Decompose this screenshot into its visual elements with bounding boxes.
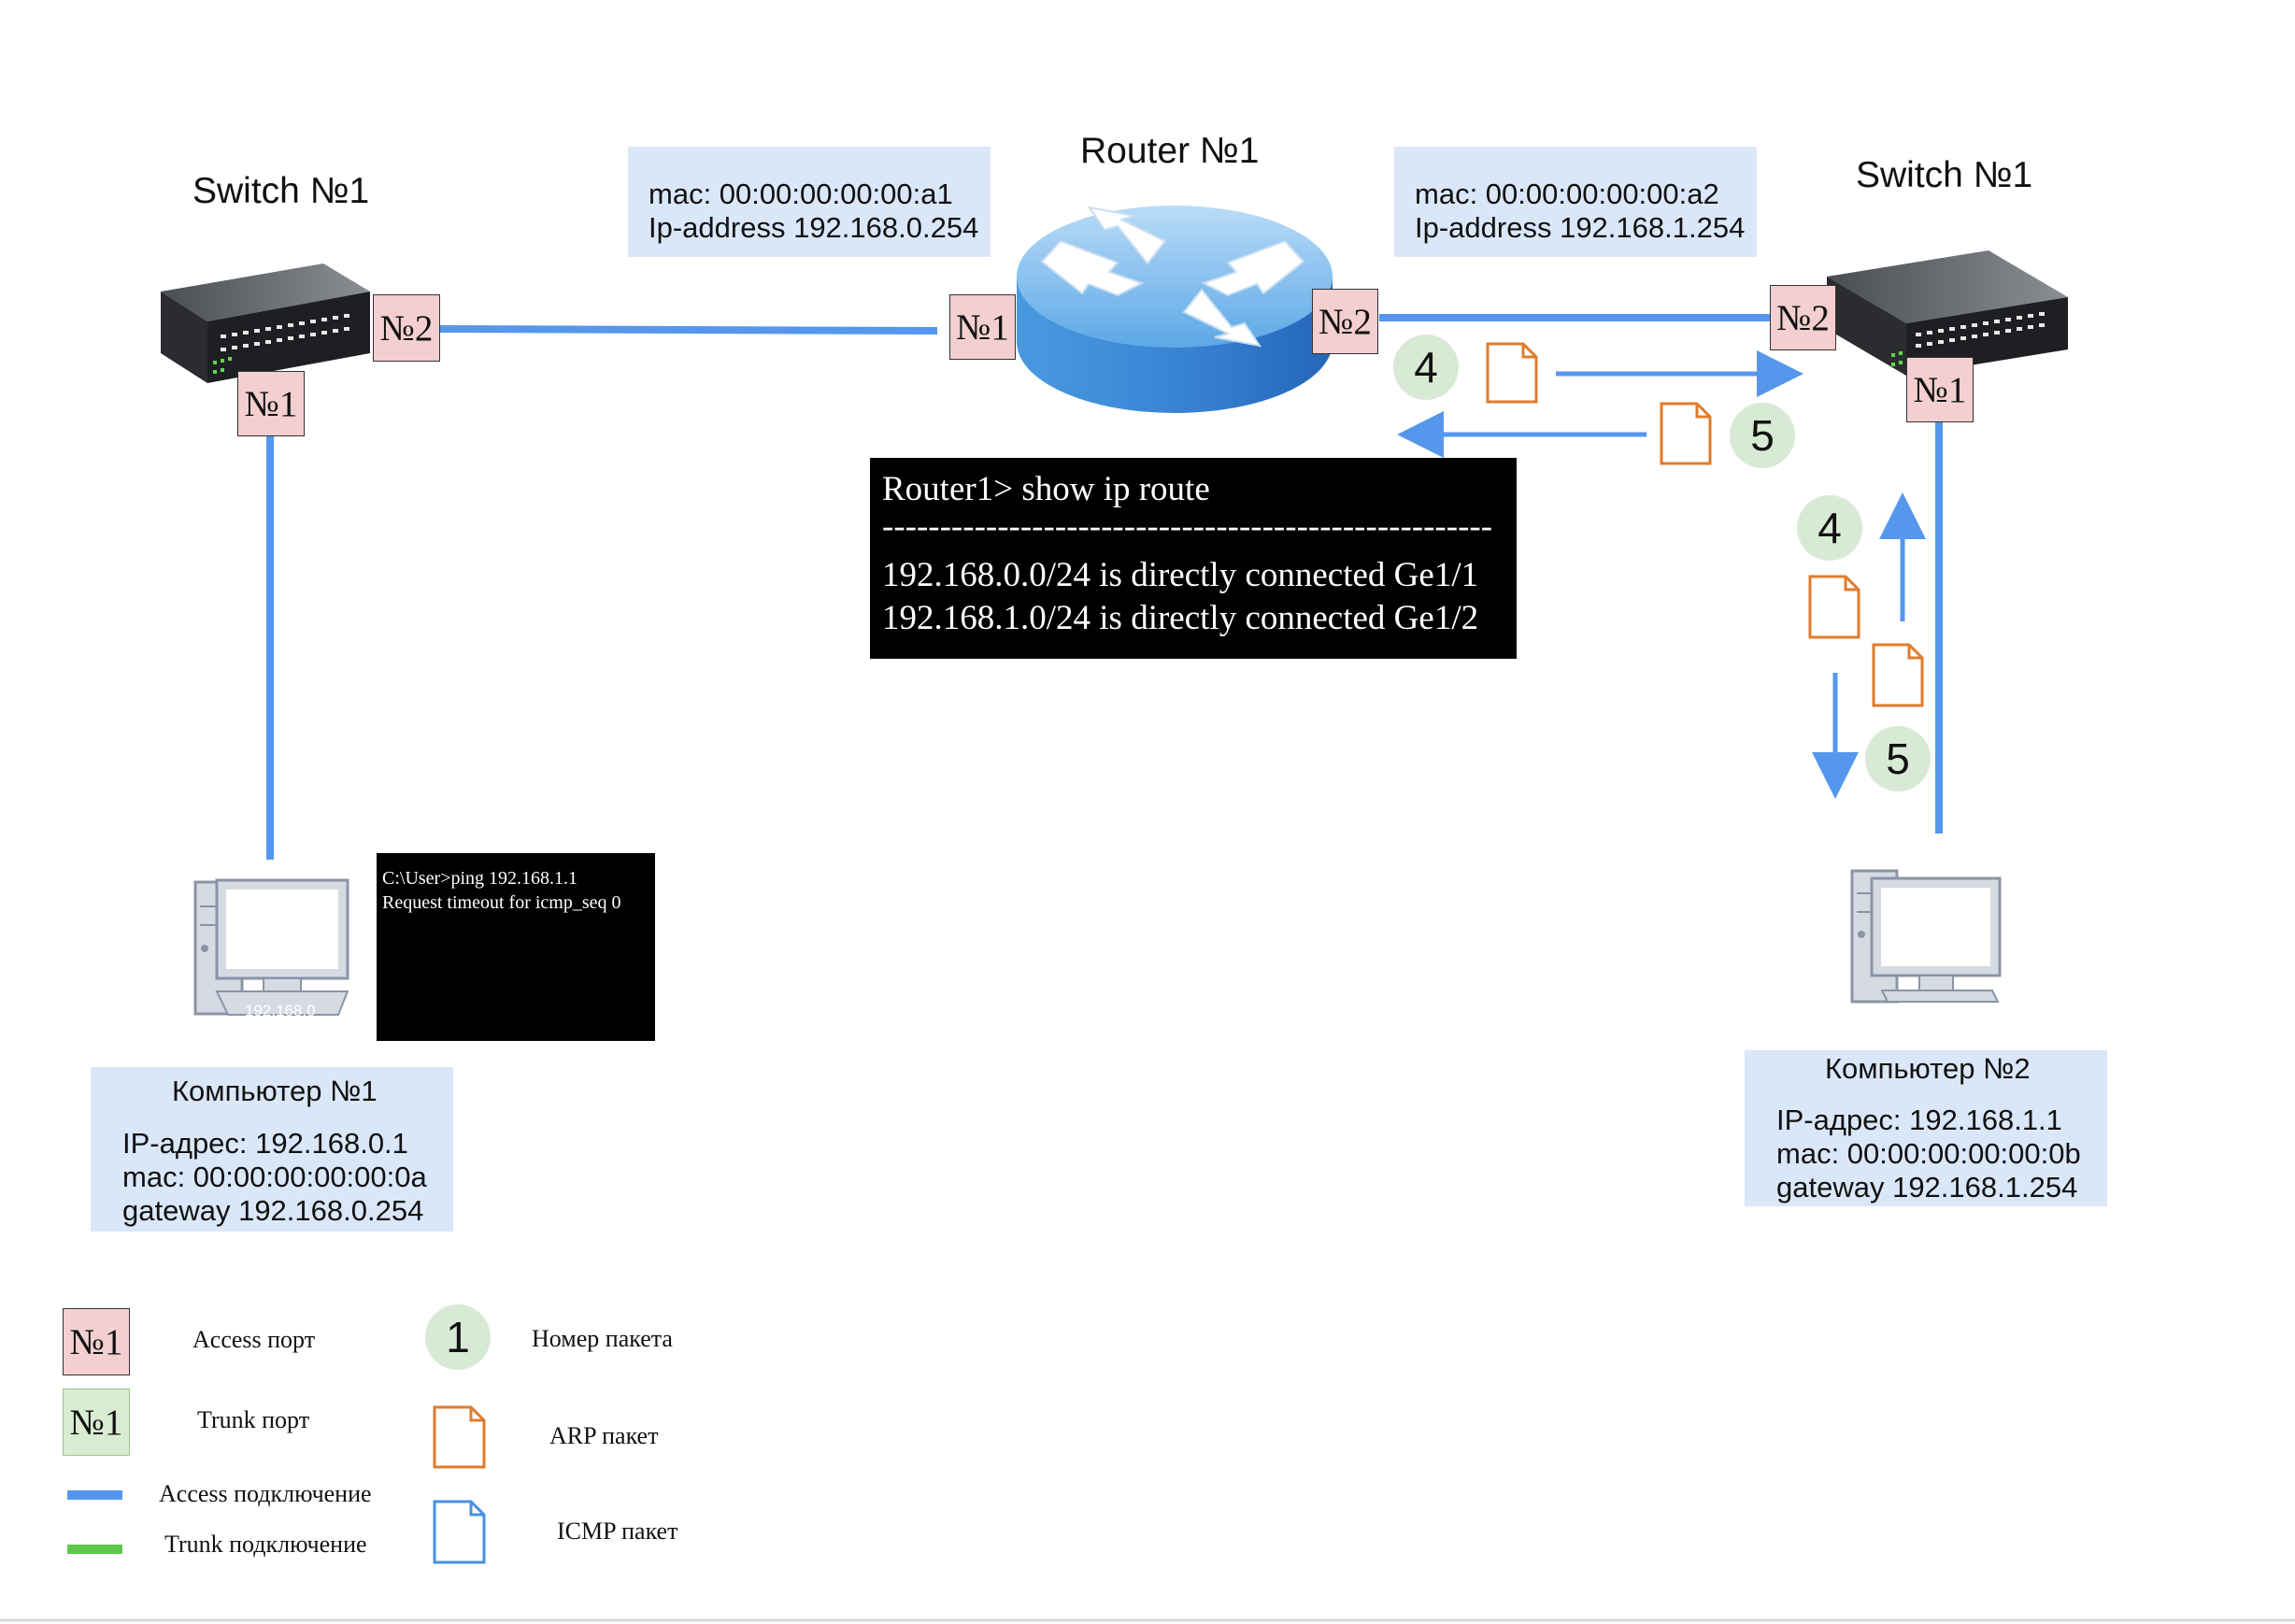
- switch-icon: [161, 264, 370, 383]
- router-left-interface-info: mac: 00:00:00:00:00:a1 Ip-address 192.16…: [628, 147, 991, 257]
- legend-trunk-port-label: Trunk порт: [197, 1406, 310, 1433]
- computer2-ip: IP-адрес: 192.168.1.1: [1776, 1104, 2062, 1136]
- router-icon: [1017, 206, 1333, 413]
- router-right-mac: mac: 00:00:00:00:00:a2: [1415, 178, 1719, 210]
- computer1-mac: mac: 00:00:00:00:00:0a: [122, 1161, 427, 1193]
- router-left-mac: mac: 00:00:00:00:00:a1: [649, 178, 953, 210]
- switch-right-port-1: №1: [1906, 357, 1974, 422]
- router-console-route: 192.168.0.0/24 is directly connected Ge1…: [882, 556, 1479, 594]
- document-icon: [1660, 402, 1712, 465]
- desktop-computer-icon: [193, 878, 349, 1016]
- pc1-console-output: Request timeout for icmp_seq 0: [382, 892, 621, 913]
- switch-icon: [1827, 250, 2068, 376]
- legend-access-port-swatch: №1: [63, 1308, 130, 1375]
- packet-number-badge: 5: [1865, 726, 1931, 791]
- computer2-info: Компьютер №2 IP-адрес: 192.168.1.1 mac: …: [1745, 1050, 2107, 1206]
- computer2-mac: mac: 00:00:00:00:00:0b: [1776, 1137, 2081, 1170]
- legend-trunk-link-label: Trunk подключение: [164, 1531, 367, 1558]
- legend-icmp-packet-label: ICMP пакет: [557, 1517, 678, 1545]
- router-port-2: №2: [1312, 289, 1378, 354]
- document-icon: [433, 1500, 486, 1564]
- computer2-gateway: gateway 192.168.1.254: [1776, 1171, 2078, 1204]
- pc1-console: C:\User>ping 192.168.1.1 Request timeout…: [377, 853, 655, 1041]
- desktop-computer-icon: [1850, 869, 2002, 1004]
- legend-trunk-port-swatch: №1: [63, 1389, 130, 1456]
- router-console: Router1> show ip route -----------------…: [870, 458, 1517, 659]
- router-right-interface-info: mac: 00:00:00:00:00:a2 Ip-address 192.16…: [1394, 147, 1757, 257]
- router-console-prompt: Router1> show ip route: [882, 470, 1210, 508]
- pc1-screen-label: 192.168.0: [245, 1002, 316, 1019]
- pc1-console-command: C:\User>ping 192.168.1.1: [382, 868, 578, 889]
- router-title: Router №1: [1080, 131, 1260, 171]
- computer1-info: Компьютер №1 IP-адрес: 192.168.0.1 mac: …: [91, 1067, 453, 1232]
- computer1-gateway: gateway 192.168.0.254: [122, 1194, 424, 1227]
- legend-packet-number-label: Номер пакета: [532, 1325, 673, 1352]
- packet-number-badge: 4: [1797, 495, 1862, 561]
- switch-left-port-2: №2: [373, 294, 440, 362]
- legend-arp-packet-label: ARP пакет: [549, 1422, 659, 1449]
- router-right-ip: Ip-address 192.168.1.254: [1415, 211, 1746, 244]
- switch-left-title: Switch №1: [192, 171, 370, 211]
- packet-number-badge: 5: [1730, 403, 1795, 468]
- computer2-title: Компьютер №2: [1825, 1052, 2031, 1085]
- document-icon: [433, 1405, 486, 1469]
- legend-access-link-label: Access подключение: [159, 1480, 372, 1507]
- document-icon: [1486, 342, 1538, 404]
- switch-right-title: Switch №1: [1856, 155, 2033, 195]
- packet-number-badge: 4: [1393, 335, 1459, 400]
- router-left-ip: Ip-address 192.168.0.254: [649, 211, 979, 244]
- switch-left-port-1: №1: [237, 371, 305, 436]
- legend-packet-number-swatch: 1: [425, 1304, 491, 1370]
- document-icon: [1808, 575, 1860, 639]
- document-icon: [1872, 643, 1924, 707]
- router-console-separator: ----------------------------------------…: [882, 507, 1493, 546]
- legend-access-port-label: Access порт: [192, 1326, 316, 1353]
- computer1-title: Компьютер №1: [172, 1075, 378, 1107]
- router-port-1: №1: [949, 294, 1016, 360]
- router-console-route: 192.168.1.0/24 is directly connected Ge1…: [882, 599, 1479, 637]
- switch-right-port-2: №2: [1770, 285, 1836, 350]
- link-switch1-router: [436, 325, 938, 335]
- computer1-ip: IP-адрес: 192.168.0.1: [122, 1127, 408, 1160]
